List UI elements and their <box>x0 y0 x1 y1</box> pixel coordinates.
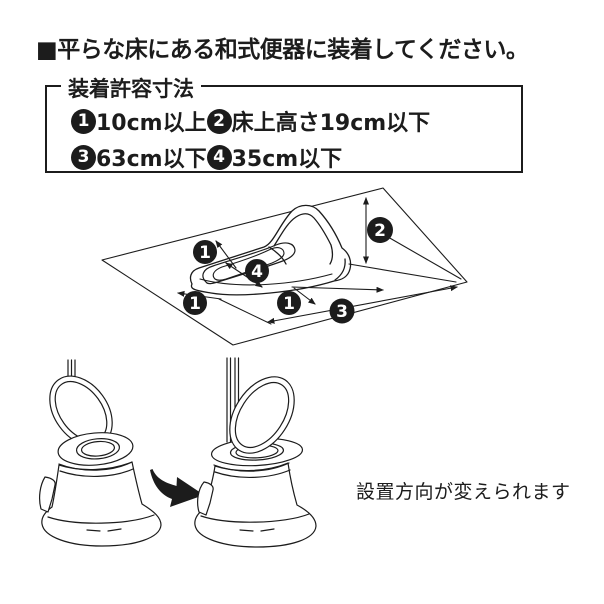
skirt-arc-right <box>200 513 310 523</box>
ground-dashes-right <box>239 528 275 532</box>
right-face-line <box>334 258 346 281</box>
svg-text:1: 1 <box>199 243 211 263</box>
body-band-right <box>213 462 290 472</box>
latch-left <box>39 476 56 513</box>
floor-outline <box>101 187 468 346</box>
hood-right-inner-line <box>329 244 334 265</box>
arrow-bowl-width <box>225 262 263 288</box>
dimension-lines <box>177 197 462 325</box>
body-band2-right <box>214 469 291 479</box>
extension-line-left <box>218 298 272 325</box>
svg-text:4: 4 <box>251 262 263 282</box>
svg-text:1: 1 <box>189 294 201 314</box>
svg-text:2: 2 <box>374 221 386 241</box>
portable-toilet-right-illustration <box>194 357 317 548</box>
dimension-badge-3: 3 <box>71 144 96 170</box>
toilet-lid-right <box>229 376 295 454</box>
hood-inner-line <box>273 213 332 247</box>
dimension-badge-1: 1 <box>71 108 96 134</box>
toilet-seat-left <box>57 432 134 466</box>
dimension-text-3: 63cm以下 <box>96 147 207 172</box>
direction-change-caption: 設置方向が変えられます <box>356 481 571 503</box>
svg-text:3: 3 <box>336 302 348 322</box>
dimension-text-1: 10cm以上 <box>96 111 207 136</box>
dimension-badge-4: 4 <box>206 144 232 170</box>
arrow-overall-length <box>267 285 458 324</box>
rotate-direction-arrow-icon <box>150 469 204 507</box>
portable-toilet-left-illustration <box>39 359 162 547</box>
marker-3-length: 3 <box>329 298 355 324</box>
leader-line-height <box>387 236 462 280</box>
marker-4-width: 4 <box>245 259 269 283</box>
extension-line-right <box>348 263 457 283</box>
marker-1-rear: 1 <box>193 240 217 264</box>
squat-toilet-dimension-diagram: 1 1 1 2 3 4 <box>101 187 468 346</box>
spec-box-title: 装着許容寸法 <box>61 73 201 103</box>
dimension-badge-2: 2 <box>206 108 232 134</box>
toilet-body-right <box>194 462 317 548</box>
latch-right <box>197 481 214 516</box>
page-title: ■平らな床にある和式便器に装着してください。 <box>36 37 529 63</box>
body-band2-left <box>59 468 134 478</box>
installation-direction-illustration <box>39 357 317 548</box>
body-band-left <box>58 461 133 471</box>
toilet-body-left <box>41 461 162 547</box>
dimension-text-2: 床上高さ19cm以下 <box>231 111 431 136</box>
svg-text:1: 1 <box>283 294 295 314</box>
ground-dashes-left <box>86 528 122 532</box>
marker-2-height: 2 <box>367 217 393 243</box>
hood-base-left-line <box>268 246 287 265</box>
bowl-opening-outer <box>202 242 296 285</box>
marker-1-front: 1 <box>277 291 301 315</box>
dimension-markers: 1 1 1 2 3 4 <box>183 217 393 324</box>
rim-front-line <box>199 273 333 286</box>
skirt-arc-left <box>47 514 155 524</box>
dimension-text-4: 35cm以下 <box>231 147 343 172</box>
marker-1-left: 1 <box>183 291 207 315</box>
